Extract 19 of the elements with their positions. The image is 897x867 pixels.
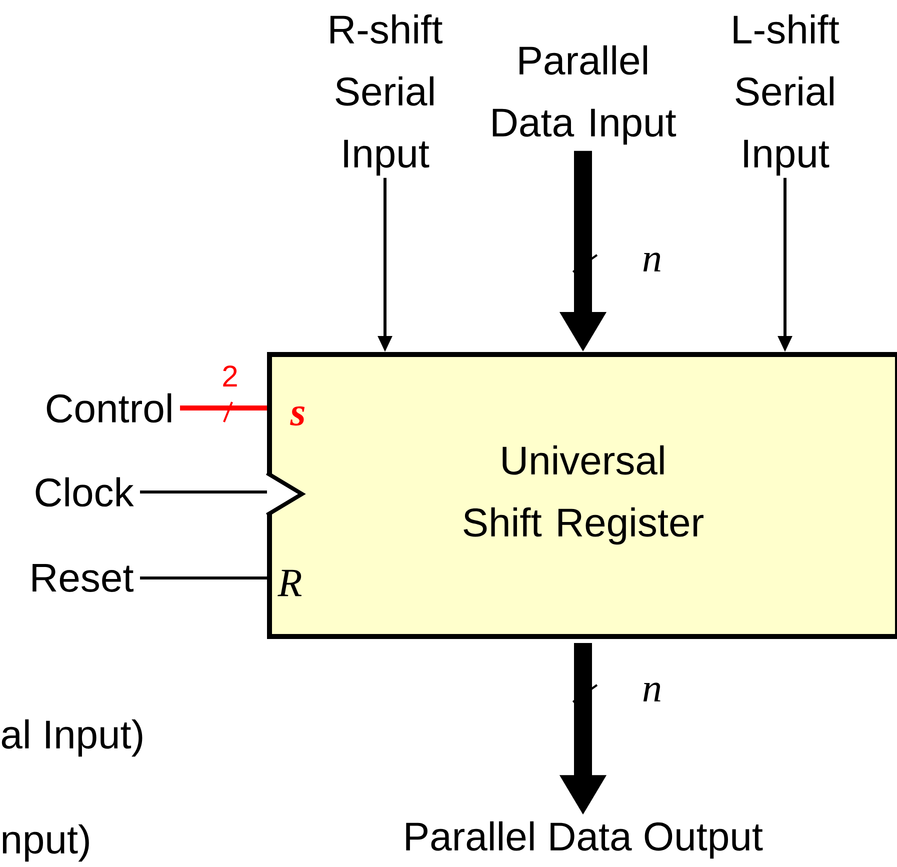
input-label: R-shift Serial Input	[330, 14, 442, 176]
bus-width: n	[643, 682, 660, 702]
signal-line	[140, 576, 267, 580]
register-name: Universal Shift Register	[464, 445, 704, 545]
input-label: Parallel Data Input	[492, 45, 676, 145]
pin-label: s	[290, 406, 305, 426]
cropped-text: nput)	[2, 824, 89, 862]
signal-line	[180, 406, 267, 410]
cropped-text: al Input)	[2, 719, 142, 757]
pin-label: R	[278, 570, 302, 596]
bus-width: n	[643, 252, 660, 272]
output-label: Parallel Data Output	[406, 821, 763, 859]
register-box	[267, 352, 897, 639]
signal-label: Reset	[32, 564, 134, 592]
signal-line	[140, 490, 267, 494]
signal-label: Clock	[36, 477, 134, 507]
input-label: L-shift Serial Input	[734, 14, 840, 176]
signal-label: Control	[46, 393, 172, 423]
bus-width: 2	[223, 366, 237, 386]
